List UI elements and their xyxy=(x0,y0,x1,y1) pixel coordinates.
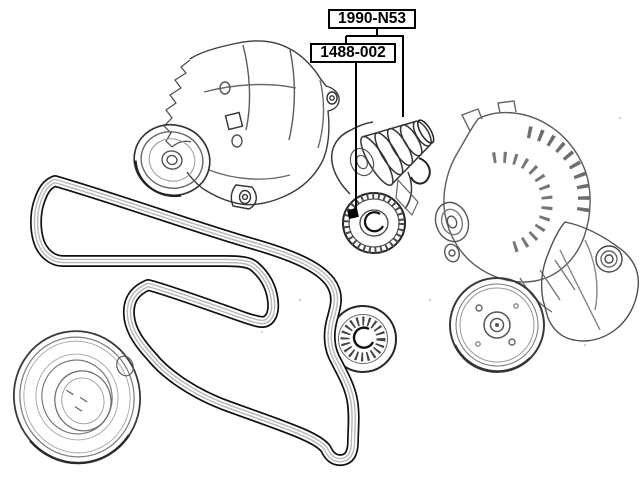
idler-pulley-illustration xyxy=(329,305,397,373)
serpentine-belt-illustration xyxy=(30,175,360,467)
alternator-rear-illustration xyxy=(133,40,340,210)
part-label-1990-N53[interactable]: 1990-N53 xyxy=(328,9,416,29)
scan-noise-dots xyxy=(261,116,622,347)
crankshaft-pulley-illustration xyxy=(12,330,142,465)
part-marker-square xyxy=(347,208,359,219)
tensioner-illustration xyxy=(330,119,435,254)
power-steering-pump-illustration xyxy=(449,221,640,373)
part-label-1488-002[interactable]: 1488-002 xyxy=(310,43,396,63)
leader-lines xyxy=(345,29,404,212)
